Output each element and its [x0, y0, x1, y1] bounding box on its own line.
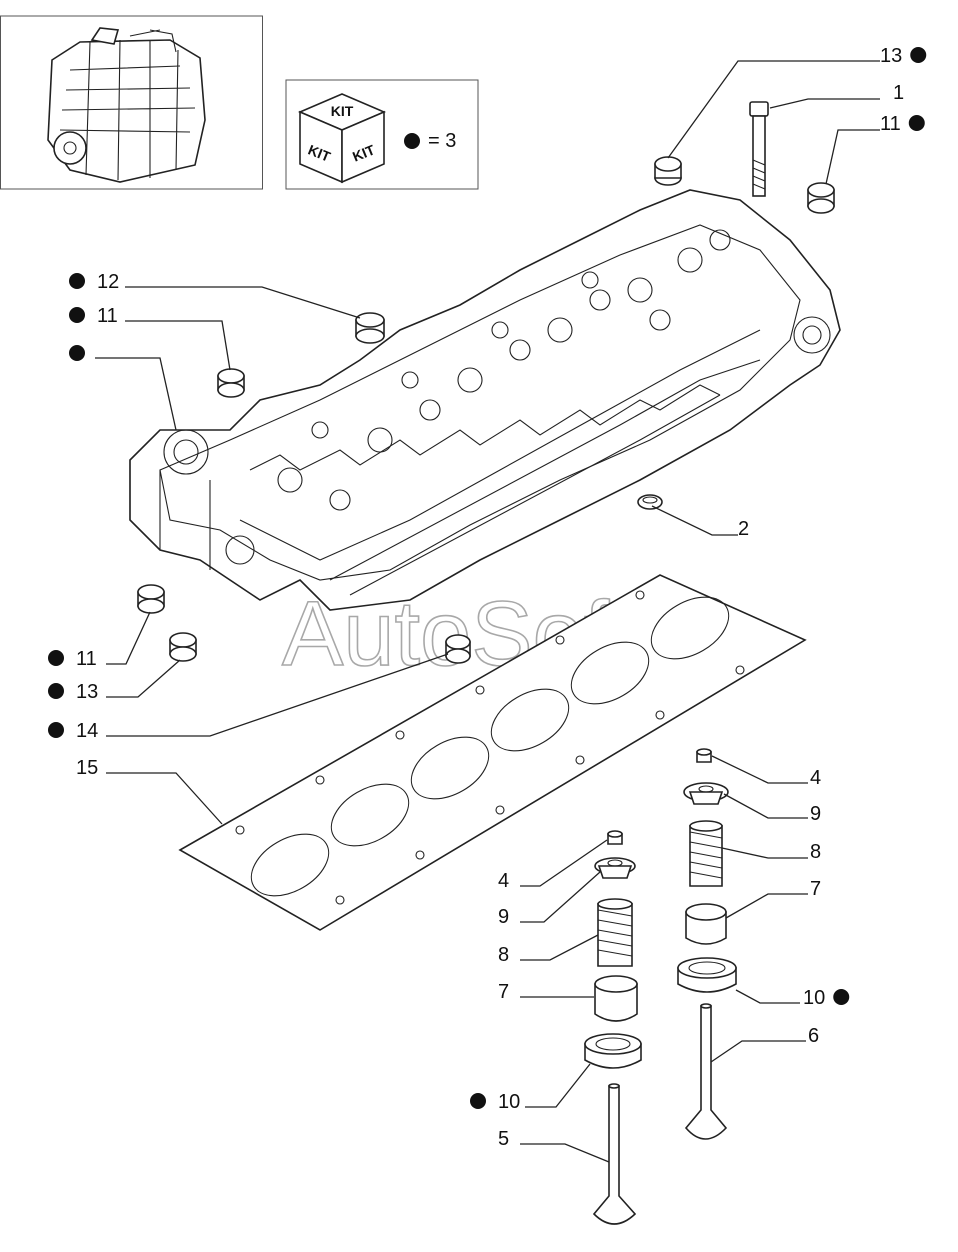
kit-dot-icon [69, 345, 85, 361]
cylinder-head[interactable] [129, 189, 841, 611]
dowel-sleeve-13-lower[interactable] [169, 632, 197, 662]
valve-assembly-intake[interactable] [584, 830, 642, 1225]
kit-dot-icon [48, 650, 64, 666]
kit-legend-box: KIT KIT KIT = 3 [285, 79, 479, 190]
kit-label-right: KIT [350, 141, 377, 164]
dowel-sleeve-11-top[interactable] [807, 182, 835, 214]
kit-dot-icon [833, 989, 850, 1005]
callout-number: 10 [803, 987, 825, 1009]
callout-number: 6 [808, 1025, 819, 1047]
kit-dot-icon [470, 1093, 486, 1109]
kit-dot-icon [908, 115, 925, 131]
callout-number: 4 [498, 870, 509, 892]
callout-number: 9 [498, 906, 509, 928]
callout-c7b[interactable]: 7 [498, 981, 509, 1003]
callout-c1[interactable]: 1 [893, 82, 904, 104]
dowel-sleeve-12[interactable] [355, 312, 385, 344]
valve-assembly-exhaust[interactable] [677, 748, 737, 1140]
callout-c10b[interactable]: 10 [470, 1091, 520, 1113]
callout-number: 15 [76, 757, 98, 779]
kit-dot-icon [404, 133, 420, 149]
callout-c10a[interactable]: 10 [803, 987, 850, 1009]
callout-number: 13 [880, 45, 902, 67]
callout-number: 11 [880, 113, 901, 135]
engine-icon [47, 27, 206, 183]
callout-c6[interactable]: 6 [808, 1025, 819, 1047]
callout-number: 11 [76, 648, 97, 670]
kit-legend-text: = 3 [428, 130, 456, 152]
dowel-sleeve-13-top[interactable] [654, 156, 682, 186]
kit-cube-icon: KIT KIT KIT [297, 93, 387, 184]
callout-number: 5 [498, 1128, 509, 1150]
callout-number: 4 [810, 767, 821, 789]
callout-c11a[interactable]: 11 [880, 113, 925, 135]
callout-c5[interactable]: 5 [498, 1128, 509, 1150]
callout-number: 13 [76, 681, 98, 703]
callout-c4a[interactable]: 4 [810, 767, 821, 789]
plug-2[interactable] [637, 494, 663, 510]
callout-c13a[interactable]: 13 [880, 45, 927, 67]
callout-c11b[interactable]: 11 [69, 305, 118, 327]
kit-dot-icon [910, 47, 927, 63]
dowel-sleeve-14[interactable] [445, 634, 471, 664]
kit-label-top: KIT [331, 103, 354, 119]
callout-c11c[interactable]: 11 [48, 648, 97, 670]
callout-number: 12 [97, 271, 119, 293]
callout-c7a[interactable]: 7 [810, 878, 821, 900]
bolt[interactable] [749, 101, 769, 197]
callout-c14[interactable]: 14 [48, 720, 98, 742]
leader-lines [95, 60, 880, 1163]
callout-number: 9 [810, 803, 821, 825]
callout-number: 11 [97, 305, 118, 327]
callout-c12[interactable]: 12 [69, 271, 119, 293]
head-gasket[interactable] [178, 574, 807, 931]
callout-c8b[interactable]: 8 [498, 944, 509, 966]
callout-cdot[interactable] [69, 345, 85, 361]
callout-c4b[interactable]: 4 [498, 870, 509, 892]
callout-number: 10 [498, 1091, 520, 1113]
dowel-sleeve-11-lower[interactable] [137, 584, 165, 614]
kit-dot-icon [48, 722, 64, 738]
callout-c13b[interactable]: 13 [48, 681, 98, 703]
callout-number: 7 [498, 981, 509, 1003]
callout-number: 1 [893, 82, 904, 104]
kit-dot-icon [69, 307, 85, 323]
callout-c9a[interactable]: 9 [810, 803, 821, 825]
kit-dot-icon [69, 273, 85, 289]
callout-number: 2 [738, 518, 749, 540]
callout-c2[interactable]: 2 [738, 518, 749, 540]
engine-thumbnail[interactable] [0, 15, 263, 190]
callout-number: 8 [810, 841, 821, 863]
kit-label-left: KIT [306, 141, 333, 164]
callout-c8a[interactable]: 8 [810, 841, 821, 863]
callout-c15[interactable]: 15 [76, 757, 98, 779]
callout-number: 8 [498, 944, 509, 966]
callout-number: 14 [76, 720, 98, 742]
dowel-sleeve-11-left[interactable] [217, 368, 245, 398]
kit-dot-icon [48, 683, 64, 699]
callout-number: 7 [810, 878, 821, 900]
callout-c9b[interactable]: 9 [498, 906, 509, 928]
